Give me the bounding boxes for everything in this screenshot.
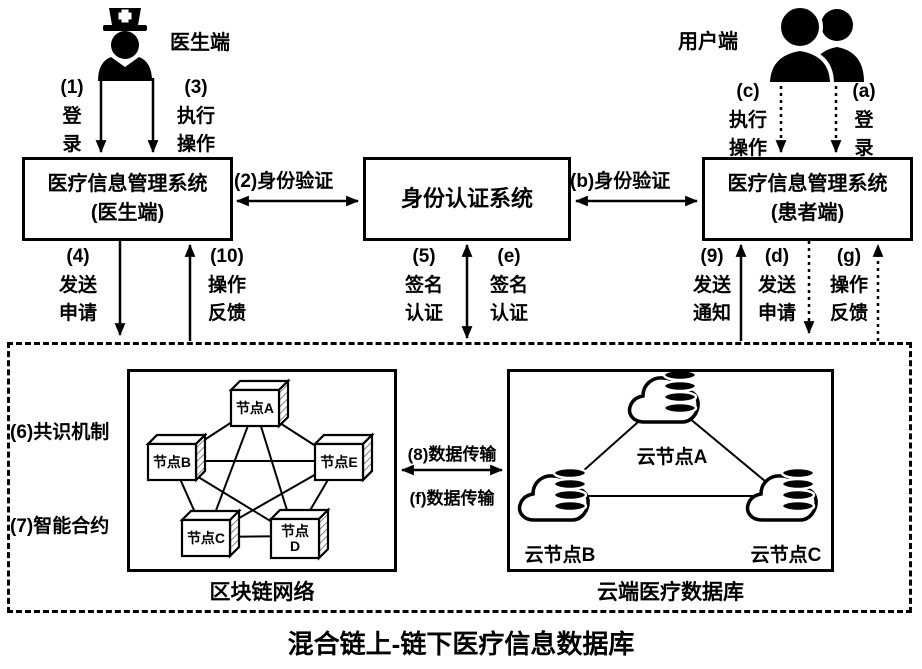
patient-mis-sub: (患者端): [770, 202, 845, 224]
patient-mis-box: 医疗信息管理系统 (患者端): [702, 157, 913, 241]
cloud-db-icon-c: [745, 466, 818, 522]
blockchain-node-boxes: [145, 378, 375, 561]
blockchain-network-caption: 区块链网络: [209, 581, 315, 604]
node-box-e: [312, 432, 375, 483]
flow-10-feedback-label: (10) 操作 反馈: [207, 246, 246, 324]
flow-g-feedback-label: (g) 操作 反馈: [829, 246, 868, 324]
node-b-label: 节点B: [152, 453, 192, 470]
cloud-db-icon-a: [627, 368, 700, 424]
flow-c-operate-label: (c) 执行 操作: [728, 81, 767, 159]
cloud-node-c-label: 云节点C: [750, 545, 822, 566]
node-e-label: 节点E: [320, 453, 358, 470]
flow-5-signature-label: (5) 签名 认证: [404, 246, 443, 324]
node-box-d: [268, 507, 331, 561]
doctor-mis-box: 医疗信息管理系统 (医生端): [22, 157, 233, 241]
flow-4-send-request-label: (4) 发送 申请: [58, 246, 97, 324]
identity-auth-box: 身份认证系统: [363, 157, 571, 241]
doctor-icon: [98, 8, 152, 81]
doctor-side-label: 医生端: [170, 32, 230, 54]
flow-8-data-transfer-label: (8)数据传输: [407, 445, 497, 464]
user-side-label: 用户端: [678, 31, 738, 53]
node-box-c: [179, 508, 242, 559]
flow-6-consensus-label: (6)共识机制: [10, 422, 110, 443]
flow-f-data-transfer-label: (f)数据传输: [409, 489, 495, 508]
cloud-db-icon-b: [517, 466, 590, 522]
users-icon: [765, 4, 864, 86]
blockchain-network-box: [127, 369, 397, 572]
cloud-node-a-label: 云节点A: [636, 447, 708, 468]
patient-mis-name: 医疗信息管理系统: [727, 173, 888, 195]
node-c-label: 节点C: [186, 529, 226, 546]
flow-e-signature-label: (e) 签名 认证: [489, 246, 528, 324]
node-d-label: 节点 D: [281, 522, 309, 554]
page-title: 混合链上-链下医疗信息数据库: [287, 629, 635, 659]
cloud-database-box: [507, 369, 834, 572]
node-a-label: 节点A: [235, 399, 275, 416]
doctor-mis-name: 医疗信息管理系统: [47, 173, 208, 195]
flow-2-identity-label: (2)身份验证: [234, 171, 334, 192]
flow-d-send-request-label: (d) 发送 申请: [757, 246, 796, 324]
flow-3-operate-label: (3) 执行 操作: [176, 77, 215, 155]
cloud-database-caption: 云端医疗数据库: [597, 581, 744, 604]
doctor-mis-sub: (医生端): [90, 202, 165, 224]
flow-7-smart-contract-label: (7)智能合约: [10, 516, 110, 537]
hybrid-database-container: [7, 342, 912, 613]
cloud-node-b-label: 云节点B: [524, 545, 596, 566]
flow-b-identity-label: (b)身份验证: [570, 171, 671, 192]
node-box-b: [145, 432, 208, 483]
flow-a-login-label: (a) 登 录: [852, 81, 876, 159]
identity-auth-name: 身份认证系统: [400, 186, 533, 212]
flow-1-login-label: (1) 登 录: [60, 77, 84, 155]
node-box-a: [228, 378, 291, 429]
flow-9-notify-label: (9) 发送 通知: [692, 246, 731, 324]
